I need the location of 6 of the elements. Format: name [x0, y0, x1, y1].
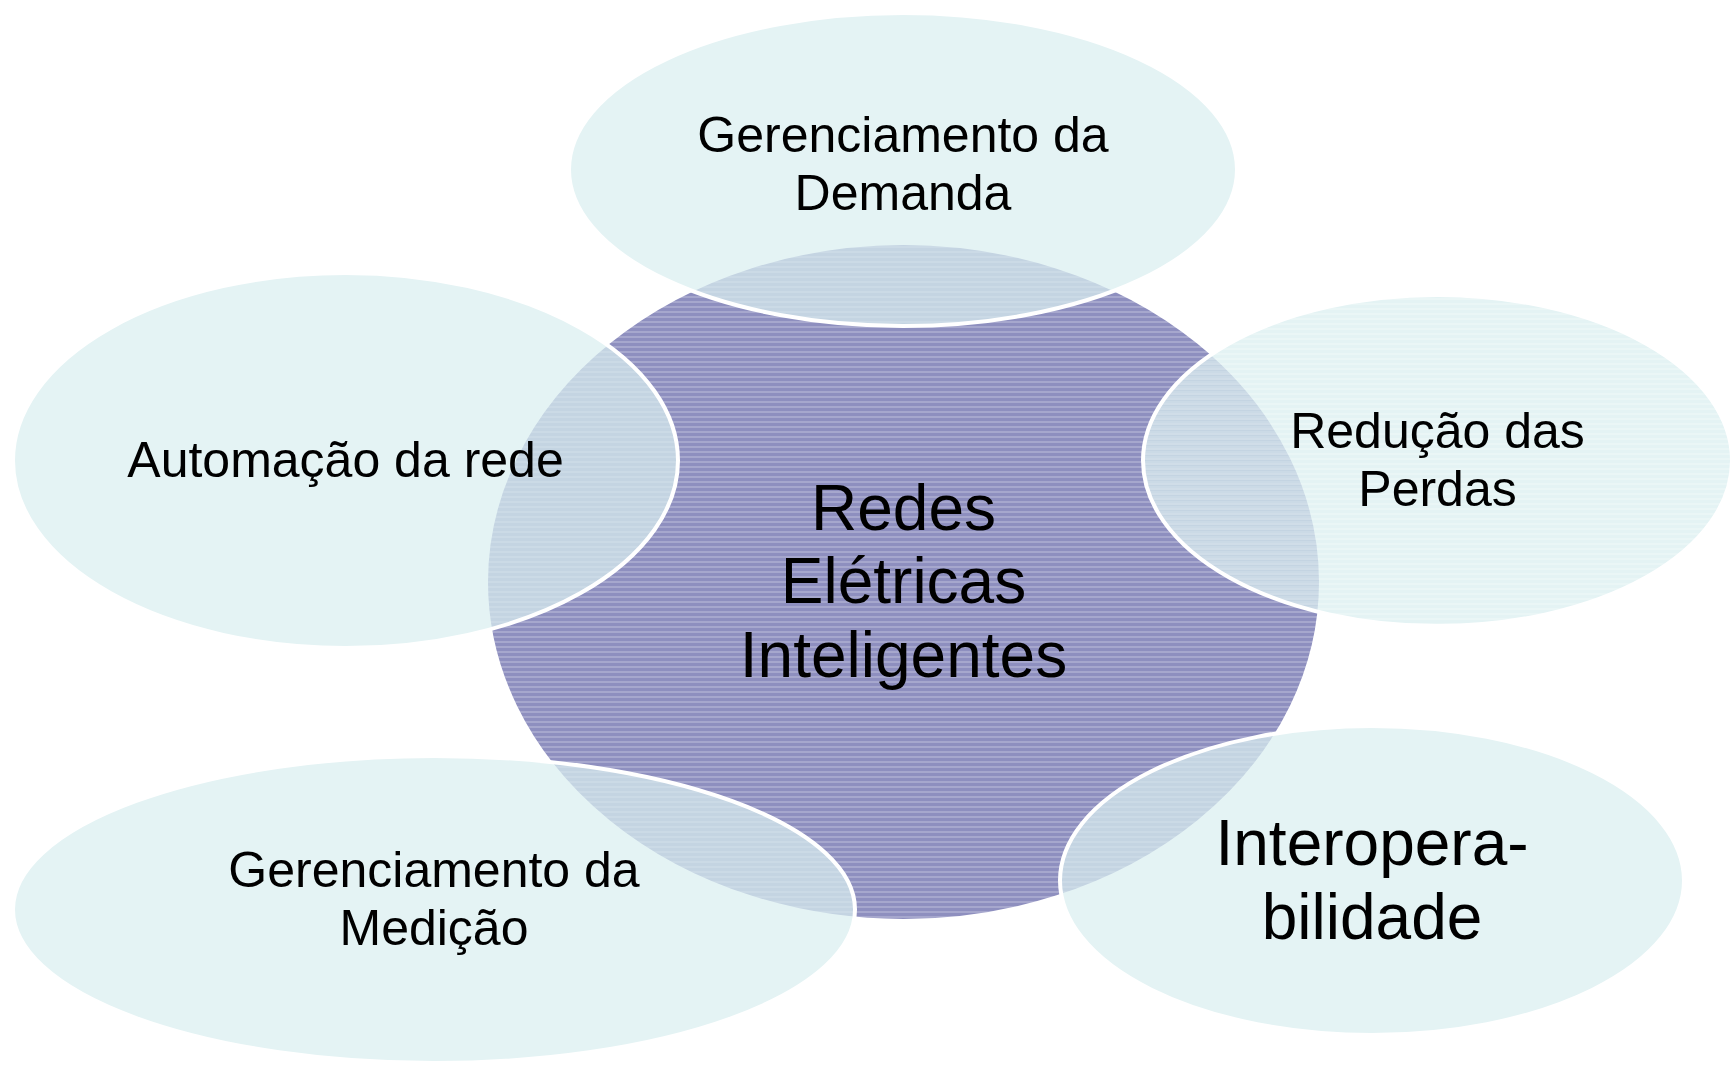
- ellipse-label: Gerenciamento da Medição: [227, 842, 641, 957]
- ellipse-label: Redes Elétricas Inteligentes: [738, 471, 1069, 693]
- ellipse-label: Automação da rede: [126, 431, 565, 490]
- ellipse-label: Gerenciamento da Demanda: [696, 107, 1110, 222]
- ellipse-label: Interopera- bilidade: [1214, 806, 1530, 955]
- ellipse-label: Redução das Perdas: [1289, 403, 1586, 518]
